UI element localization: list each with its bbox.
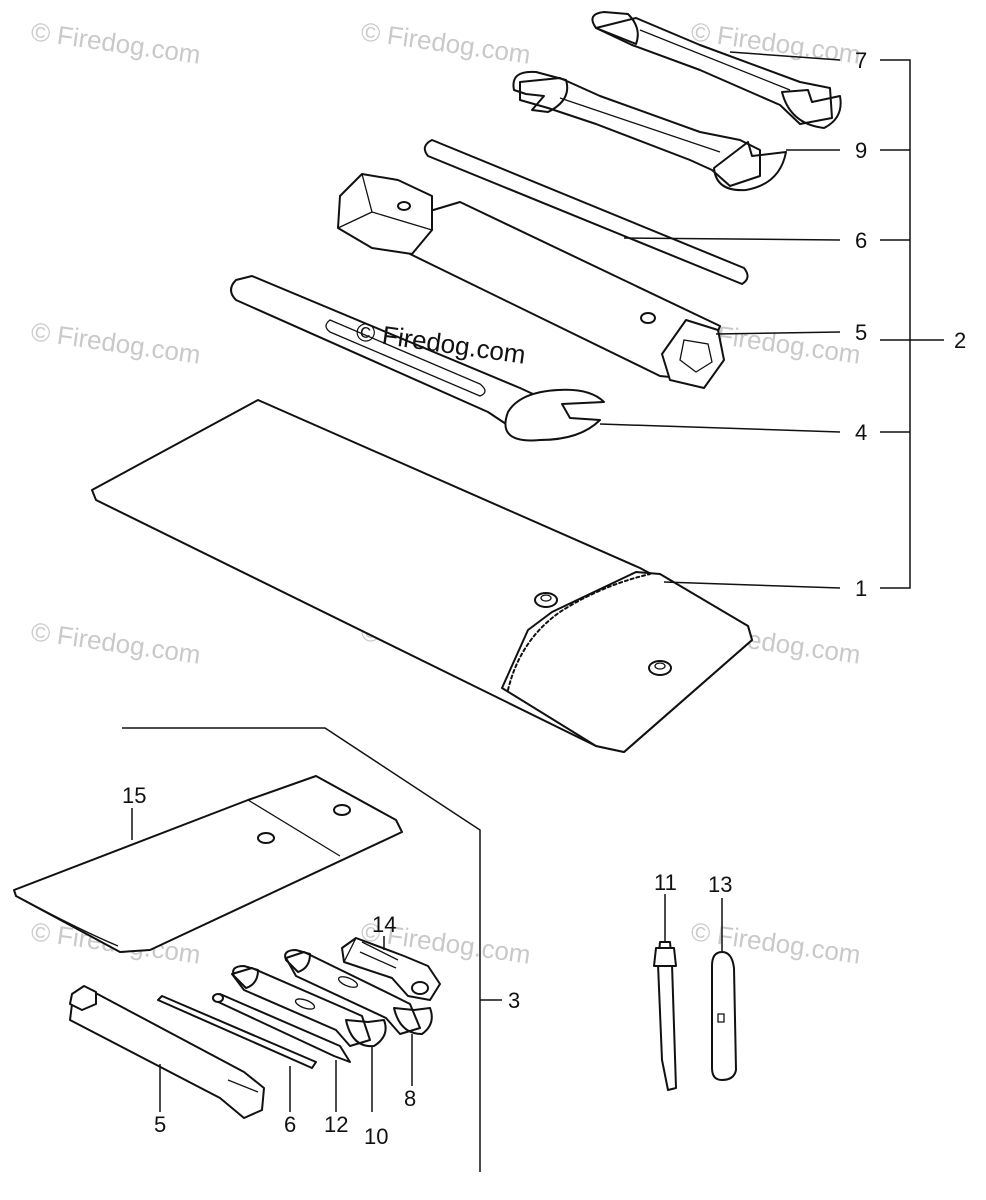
watermark: © Firedog.com bbox=[29, 316, 202, 369]
callout-13: 13 bbox=[708, 872, 732, 897]
plug-socket-part-5-lower bbox=[69, 985, 265, 1119]
callout-2: 2 bbox=[954, 328, 966, 353]
plug-socket-part-5 bbox=[337, 173, 725, 389]
watermark: © Firedog.com bbox=[29, 16, 202, 69]
callout-6: 6 bbox=[855, 228, 867, 253]
callout-1: 1 bbox=[855, 576, 867, 601]
grip-part-13 bbox=[711, 898, 737, 1081]
callout-6-lower: 6 bbox=[284, 1112, 296, 1137]
callout-11: 11 bbox=[654, 870, 677, 895]
wrench-part-9 bbox=[512, 70, 787, 192]
wrench-part-7 bbox=[591, 11, 842, 129]
callout-5-lower: 5 bbox=[154, 1112, 166, 1137]
callout-12: 12 bbox=[324, 1112, 348, 1137]
screwdriver-part-12 bbox=[212, 993, 351, 1112]
callout-5: 5 bbox=[855, 320, 867, 345]
leader-lines-upper bbox=[599, 51, 944, 589]
handle-part-14 bbox=[341, 936, 441, 1001]
callout-9: 9 bbox=[855, 138, 867, 163]
bar-part-6-lower bbox=[157, 995, 317, 1112]
bar-part-6 bbox=[423, 139, 749, 285]
watermark: © Firedog.com bbox=[29, 616, 202, 669]
tool-bag-part-1 bbox=[91, 399, 753, 753]
callout-3: 3 bbox=[508, 988, 520, 1013]
wrench-part-10 bbox=[231, 965, 387, 1112]
callout-4: 4 bbox=[855, 420, 867, 445]
wrench-part-4 bbox=[230, 275, 605, 442]
leader-lines-lower bbox=[122, 727, 502, 1172]
watermark: © Firedog.com bbox=[359, 16, 532, 69]
callout-14: 14 bbox=[372, 912, 396, 937]
callout-8: 8 bbox=[404, 1086, 416, 1111]
tool-bag-part-15 bbox=[13, 775, 403, 953]
wrench-part-8 bbox=[284, 949, 433, 1086]
callout-10: 10 bbox=[364, 1124, 388, 1149]
screwdriver-part-11 bbox=[653, 894, 677, 1091]
callout-7: 7 bbox=[855, 48, 867, 73]
callout-15: 15 bbox=[122, 783, 146, 808]
